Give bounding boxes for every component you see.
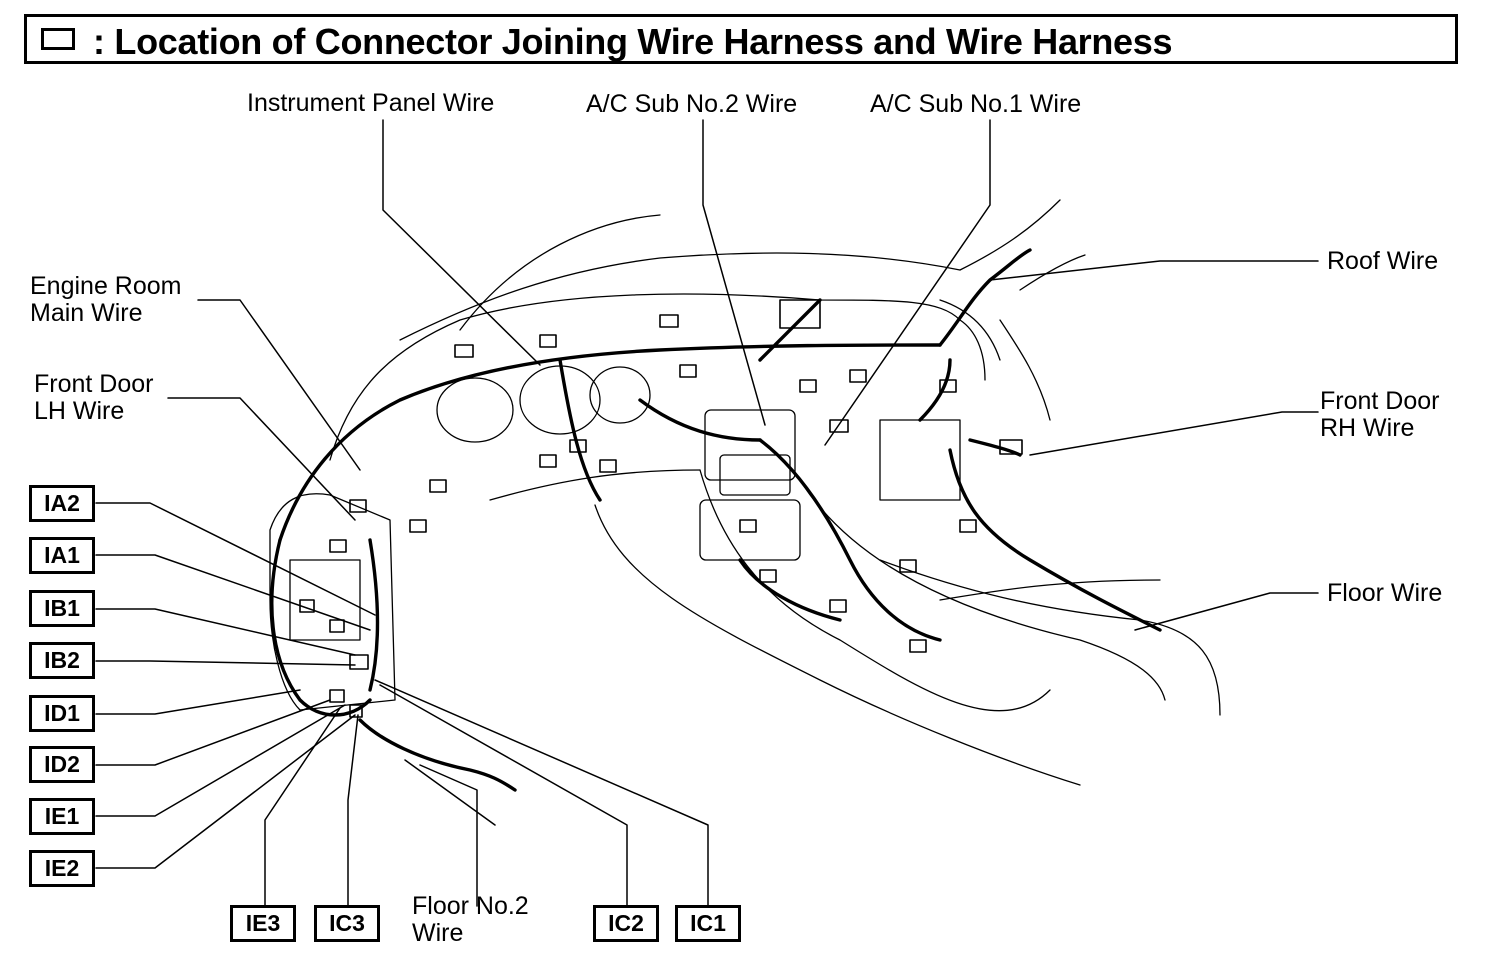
label-front-door-lh-wire-line2: LH Wire [34, 397, 125, 425]
connector-tag-ic1: IC1 [675, 905, 741, 942]
label-floor-no2-wire-line1: Floor No.2 [412, 892, 529, 920]
label-engine-room-main-wire-line1: Engine Room [30, 272, 182, 300]
label-front-door-lh-wire-line1: Front Door [34, 370, 154, 398]
label-ac-sub-no2-wire: A/C Sub No.2 Wire [586, 90, 798, 118]
label-front-door-rh-wire-line1: Front Door [1320, 387, 1440, 415]
label-roof-wire: Roof Wire [1327, 247, 1439, 275]
leader-lines [95, 119, 1319, 907]
connector-tag-id2: ID2 [29, 746, 95, 783]
connector-tag-ie1: IE1 [29, 798, 95, 835]
label-front-door-rh-wire-line2: RH Wire [1320, 414, 1415, 442]
legend-square-icon [41, 28, 75, 50]
harness-connectors [299, 299, 1023, 718]
connector-tag-ic2: IC2 [593, 905, 659, 942]
connector-tag-ib1: IB1 [29, 590, 95, 627]
label-floor-wire: Floor Wire [1327, 579, 1443, 607]
connector-tag-id1: ID1 [29, 695, 95, 732]
connector-tag-ie2: IE2 [29, 850, 95, 887]
connector-tag-ic3: IC3 [314, 905, 380, 942]
label-instrument-panel-wire: Instrument Panel Wire [247, 89, 495, 117]
connector-tag-ia1: IA1 [29, 537, 95, 574]
connector-tag-ib2: IB2 [29, 642, 95, 679]
label-floor-no2-wire-line2: Wire [412, 919, 464, 947]
label-ac-sub-no1-wire: A/C Sub No.1 Wire [870, 90, 1082, 118]
connector-tag-ia2: IA2 [29, 485, 95, 522]
title-box: : Location of Connector Joining Wire Har… [24, 14, 1458, 64]
wire-harness-bundle [270, 248, 1162, 792]
page-title: : Location of Connector Joining Wire Har… [93, 21, 1173, 62]
connector-tag-ie3: IE3 [230, 905, 296, 942]
dashboard-outline [269, 199, 1221, 786]
label-engine-room-main-wire-line2: Main Wire [30, 299, 143, 327]
